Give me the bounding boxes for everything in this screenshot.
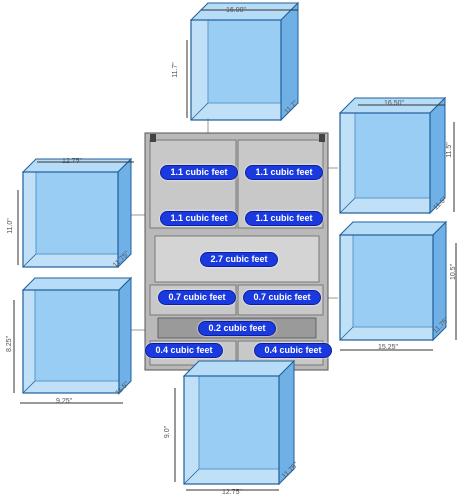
dim-left-upper-height: 11.0" bbox=[6, 218, 14, 234]
capacity-label-right-upper: 1.1 cubic feet bbox=[245, 165, 323, 180]
box-right-lower bbox=[338, 220, 448, 342]
capacity-label-right-lower: 0.7 cubic feet bbox=[243, 290, 321, 305]
box-left-upper bbox=[21, 157, 133, 269]
dim-right-lower-height: 10.5" bbox=[450, 263, 458, 281]
capacity-label-left-bottom: 0.4 cubic feet bbox=[145, 343, 223, 358]
capacity-label-right-bottom: 0.4 cubic feet bbox=[254, 343, 332, 358]
box-left-lower bbox=[21, 276, 133, 395]
capacity-label-left-middle: 1.1 cubic feet bbox=[160, 211, 238, 226]
dim-left-upper-width: 12.75" bbox=[62, 158, 83, 165]
box-top bbox=[189, 1, 300, 122]
dim-right-lower-width: 15.25" bbox=[378, 344, 399, 351]
dim-top-width: 16.00" bbox=[226, 7, 247, 14]
dim-right-upper-width: 16.50" bbox=[384, 100, 405, 107]
dimension-lines bbox=[13, 9, 457, 491]
capacity-label-left-lower: 0.7 cubic feet bbox=[158, 290, 236, 305]
box-bottom bbox=[182, 359, 296, 486]
box-right-upper bbox=[338, 96, 447, 215]
dim-right-upper-height: 11.5" bbox=[445, 142, 453, 158]
dim-left-lower-height: 8.25" bbox=[6, 335, 14, 353]
dim-left-lower-width: 9.25" bbox=[56, 398, 73, 405]
dim-bottom-height: 9.0" bbox=[164, 425, 172, 439]
capacity-label-center-drawer: 2.7 cubic feet bbox=[200, 252, 278, 267]
capacity-label-left-upper: 1.1 cubic feet bbox=[160, 165, 238, 180]
capacity-label-crisper: 0.2 cubic feet bbox=[198, 321, 276, 336]
dim-top-height: 11.7" bbox=[171, 62, 179, 78]
capacity-label-right-middle: 1.1 cubic feet bbox=[245, 211, 323, 226]
dim-bottom-width: 12.75" bbox=[222, 489, 243, 496]
